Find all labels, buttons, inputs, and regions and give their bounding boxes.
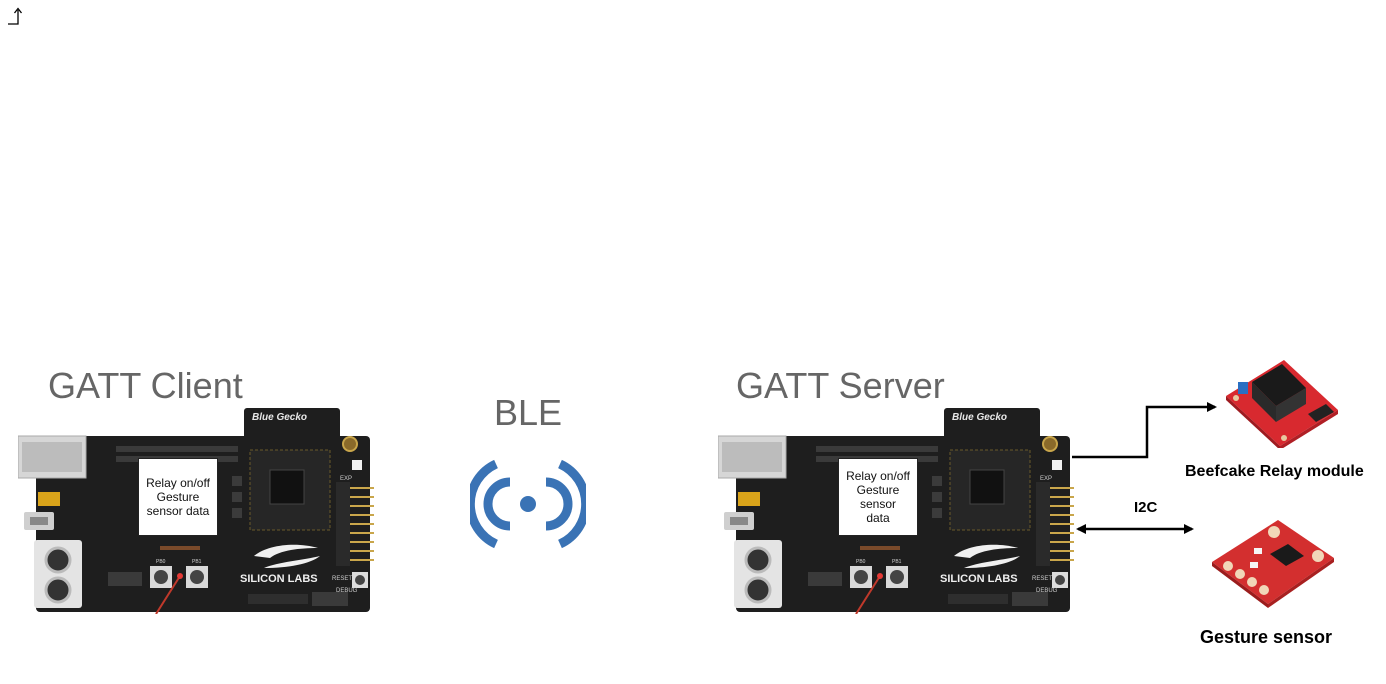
- client-dev-board: Blue Gecko: [17, 408, 390, 615]
- client-info-box: Relay on/off Gesture sensor data: [138, 458, 218, 536]
- exp-text: EXP: [340, 476, 352, 482]
- debug-text: DEBUG: [1036, 588, 1058, 594]
- brand-text: Blue Gecko: [952, 412, 1007, 423]
- pb0-text: PB0: [156, 559, 166, 565]
- maker-text: SILICON LABS: [240, 573, 318, 585]
- brand-text: Blue Gecko: [252, 412, 307, 423]
- pb1-text: PB1: [192, 559, 202, 565]
- maker-text: SILICON LABS: [940, 573, 1018, 585]
- gesture-sensor-image: [1212, 520, 1334, 608]
- gesture-sensor-label: Gesture sensor: [1200, 627, 1333, 647]
- gatt-client-title: GATT Client: [48, 365, 243, 406]
- relay-module-image: [1226, 360, 1338, 448]
- client-info-line: Relay on/off: [146, 476, 210, 490]
- return-arrow-icon: [8, 7, 23, 25]
- server-info-line: Relay on/off: [846, 469, 910, 483]
- client-info-line: Gesture: [156, 490, 200, 504]
- server-info-box: Relay on/off Gesture sensor data: [838, 458, 918, 536]
- ble-label: BLE: [494, 392, 563, 433]
- pb1-text: PB1: [892, 559, 902, 565]
- client-info-line: sensor data: [146, 504, 210, 518]
- i2c-label: I2C: [1134, 499, 1158, 516]
- pb0-text: PB0: [856, 559, 866, 565]
- wireless-signal-icon: [470, 459, 586, 549]
- exp-text: EXP: [1040, 476, 1052, 482]
- gatt-server-title: GATT Server: [736, 365, 945, 406]
- relay-module-label: Beefcake Relay module: [1185, 463, 1364, 480]
- relay-connection-arrow: [1072, 402, 1217, 459]
- server-info-line: Gesture sensor: [856, 483, 900, 511]
- server-dev-board: Blue Gecko EXP: [717, 408, 1090, 615]
- server-info-line: data: [866, 511, 890, 525]
- debug-text: DEBUG: [336, 588, 358, 594]
- reset-text: RESET: [332, 576, 352, 582]
- reset-text: RESET: [1032, 576, 1052, 582]
